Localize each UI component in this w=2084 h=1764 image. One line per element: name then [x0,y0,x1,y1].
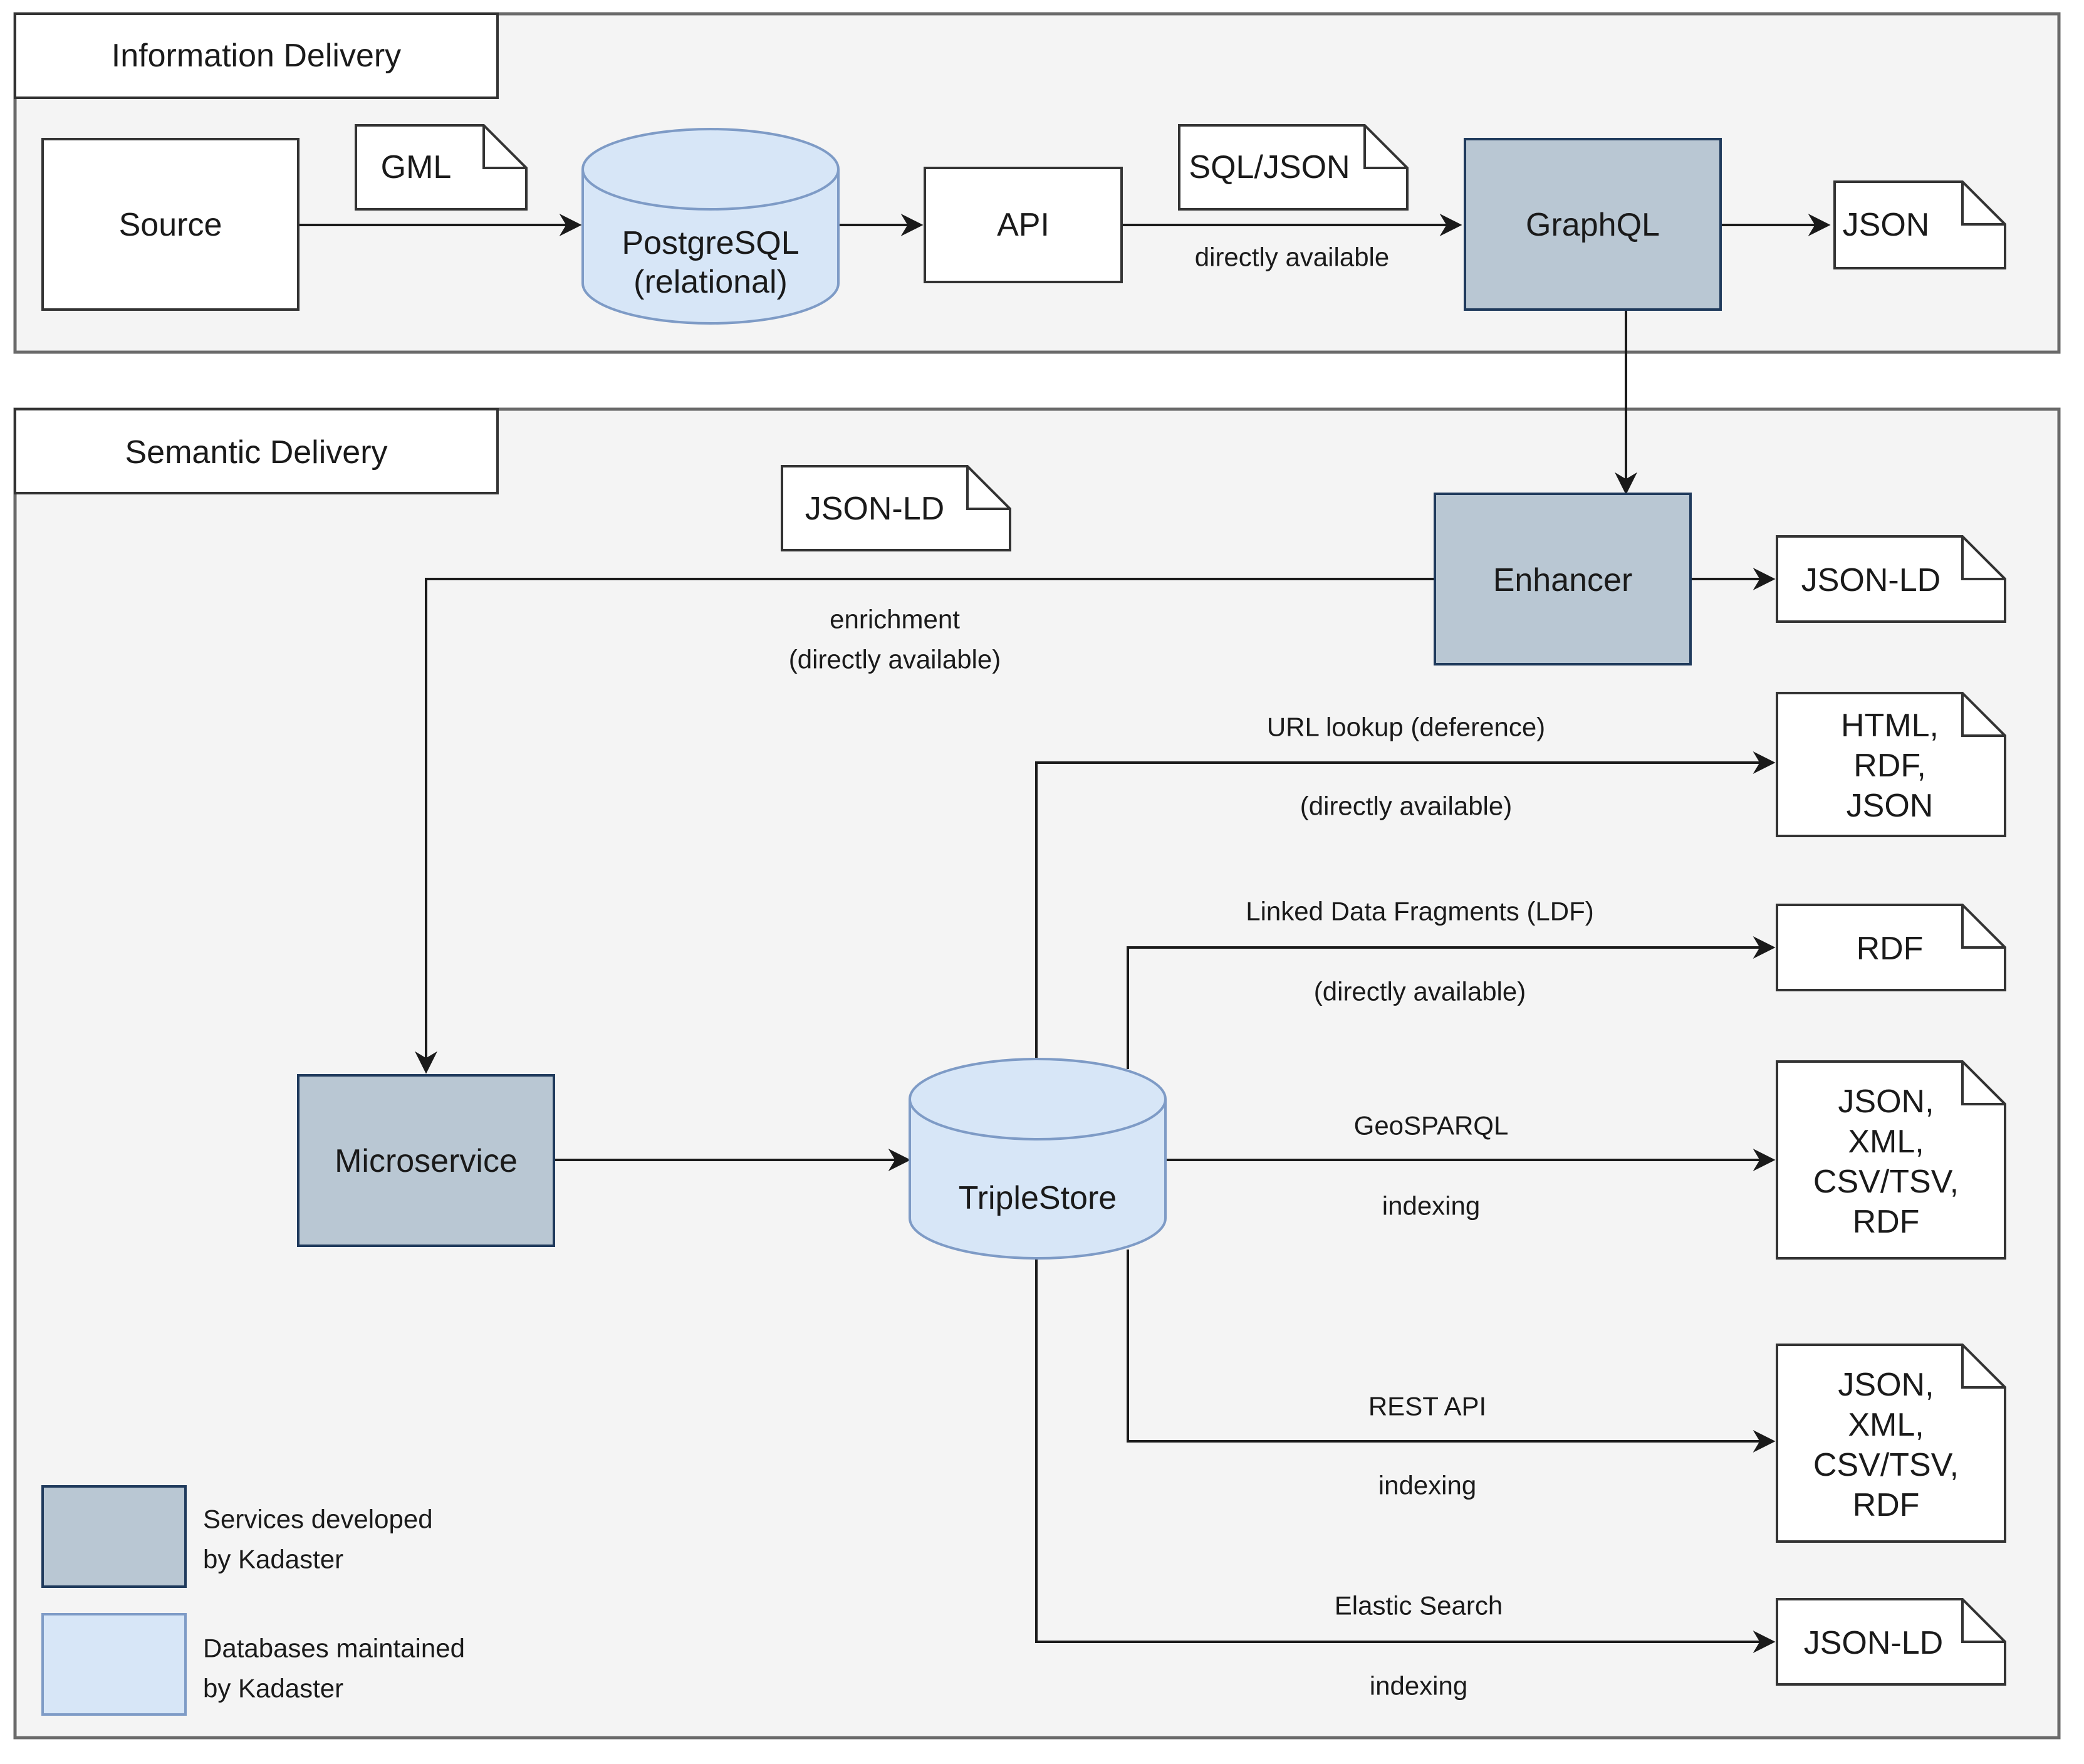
graphql-service-node [1464,138,1722,311]
geosparql-label-line2: indexing [1382,1191,1480,1221]
enhancer-jsonld-document-fold [1961,536,2005,580]
api-graphql-edge-label: directly available [1195,243,1390,272]
geosparql-document-icon [1776,1060,2006,1260]
triplestore-database-top [909,1058,1167,1140]
information-delivery-title-box [14,13,499,99]
sql-json-document-label: SQL/JSON [1189,149,1350,185]
ldf-document-fold [1961,905,2005,949]
url-lookup-document-icon [1776,692,2006,837]
enhancer-label: Enhancer [1493,562,1633,598]
microservice-label: Microservice [335,1143,518,1179]
rest-api-document-line2: XML, [1848,1407,1924,1443]
url-lookup-label-line1: URL lookup (deference) [1267,712,1545,742]
information-delivery-title: Information Delivery [112,38,401,74]
graphql-label: GraphQL [1526,207,1660,243]
triplestore-label: TripleStore [959,1180,1117,1216]
ldf-label-line1: Linked Data Fragments (LDF) [1246,897,1594,926]
legend-services-line2: by Kadaster [203,1545,343,1574]
elastic-search-label-line2: indexing [1370,1671,1467,1701]
triplestore-database-icon [909,1099,1167,1260]
rest-api-document-fold [1961,1345,2005,1389]
sql-json-document-icon [1178,124,1409,211]
rest-api-document-line4: RDF [1853,1487,1920,1523]
legend-databases-swatch [41,1613,187,1716]
geosparql-document-line2: XML, [1848,1124,1924,1160]
legend-services-swatch [41,1485,187,1588]
edge-elastic-search [1035,1258,1776,1653]
legend-services-line1: Services developed [203,1505,433,1534]
elastic-search-label-line1: Elastic Search [1335,1591,1503,1620]
edge-url-lookup [1035,751,1776,1062]
semantic-delivery-title: Semantic Delivery [125,434,387,471]
api-label: API [997,207,1050,243]
enhancer-jsonld-document-icon [1776,535,2006,623]
enhancer-jsonld-document-label: JSON-LD [1801,562,1941,598]
rest-api-label-line2: indexing [1378,1471,1476,1500]
postgres-label-line2: (relational) [633,264,788,300]
semantic-delivery-title-box [14,408,499,494]
graphql-json-document-fold [1961,182,2005,226]
jsonld-enrichment-document-icon [781,465,1011,551]
postgres-label-line1: PostgreSQL [622,225,799,261]
enrichment-label-line2: (directly available) [789,645,1001,674]
rest-api-document-icon [1776,1344,2006,1543]
elastic-search-document-label: JSON-LD [1804,1625,1943,1661]
graphql-json-document-label: JSON [1843,207,1930,243]
elastic-search-document-fold [1961,1599,2005,1643]
source-node [41,138,300,311]
ldf-label-line2: (directly available) [1314,977,1526,1006]
gml-document-fold [482,125,526,169]
postgres-database-top [581,128,840,211]
jsonld-enrichment-document-label: JSON-LD [805,491,944,527]
api-node [924,167,1123,283]
geosparql-document-fold [1961,1062,2005,1105]
edge-ldf [1127,936,1776,1069]
legend-databases-line2: by Kadaster [203,1674,343,1703]
geosparql-document-line1: JSON, [1838,1083,1934,1120]
enhancer-service-node [1434,493,1692,665]
edge-enrichment [415,578,1434,1074]
edge-rest-api [1127,1250,1776,1453]
url-lookup-document-line3: JSON [1847,788,1934,824]
url-lookup-document-fold [1961,693,2005,737]
sql-json-document-fold [1363,125,1407,169]
geosparql-label-line1: GeoSPARQL [1354,1111,1509,1140]
legend-databases-line1: Databases maintained [203,1634,465,1663]
url-lookup-document-line1: HTML, [1841,707,1939,744]
jsonld-enrichment-document-fold [966,466,1010,510]
microservice-service-node [297,1074,555,1247]
source-label: Source [119,207,222,243]
postgres-database-icon [581,169,840,325]
rest-api-label-line1: REST API [1368,1392,1486,1421]
elastic-search-document-icon [1776,1598,2006,1686]
enrichment-label-line1: enrichment [830,605,960,634]
rest-api-document-line1: JSON, [1838,1367,1934,1403]
ldf-document-label: RDF [1857,931,1924,967]
ldf-document-icon [1776,904,2006,991]
rest-api-document-line3: CSV/TSV, [1813,1447,1959,1483]
geosparql-document-line4: RDF [1853,1204,1920,1240]
url-lookup-document-line2: RDF, [1853,748,1926,784]
gml-document-label: GML [381,149,452,185]
url-lookup-label-line2: (directly available) [1300,791,1512,821]
geosparql-document-line3: CSV/TSV, [1813,1164,1959,1200]
